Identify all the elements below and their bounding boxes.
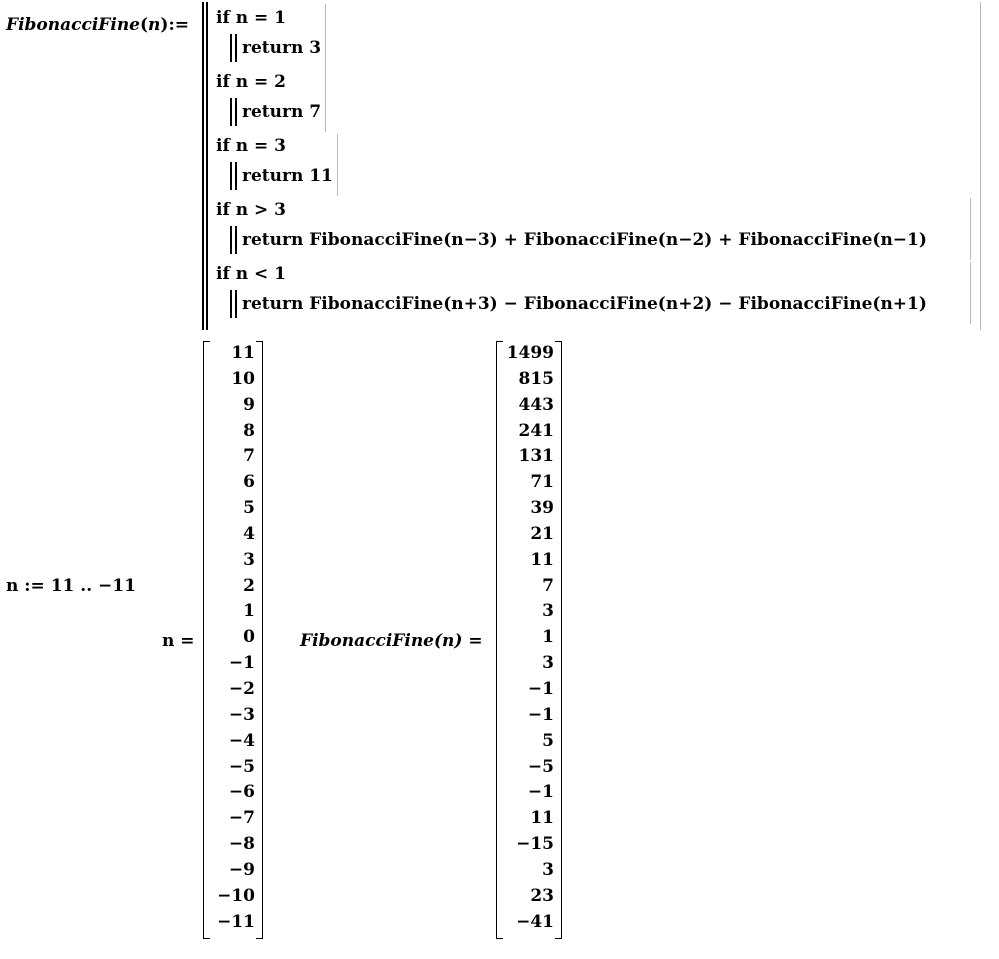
f-matrix-cell: 241 xyxy=(518,420,555,441)
n-matrix-cell: 1 xyxy=(243,601,255,622)
case-1-bar xyxy=(230,34,237,62)
case-5-bar xyxy=(230,290,237,318)
n-matrix-cell: 11 xyxy=(231,343,255,363)
case-5-condition: if n < 1 xyxy=(216,264,286,284)
f-matrix-cell: −5 xyxy=(527,756,554,777)
case-2-bound xyxy=(325,70,326,132)
f-matrix-cell: 1 xyxy=(542,627,554,648)
n-matrix-cell: 5 xyxy=(243,498,255,519)
function-definition-header: FibonacciFine(n):= xyxy=(6,15,189,35)
case-1-return: return 3 xyxy=(242,38,322,58)
n-matrix-cell: 6 xyxy=(243,472,255,493)
case-1-condition: if n = 1 xyxy=(216,8,286,28)
n-matrix-cell: −2 xyxy=(228,678,255,699)
case-3-condition: if n = 3 xyxy=(216,136,286,156)
f-matrix-cell: 815 xyxy=(518,368,555,389)
case-4-condition: if n > 3 xyxy=(216,200,286,220)
f-matrix-cell: 23 xyxy=(530,885,554,906)
n-matrix-cell: −5 xyxy=(228,756,255,777)
function-name: FibonacciFine xyxy=(6,15,140,35)
n-matrix-cell: 0 xyxy=(243,627,255,648)
program-bar-right xyxy=(980,2,981,330)
f-matrix-cell: 443 xyxy=(518,394,555,415)
n-matrix-cell: 2 xyxy=(243,575,255,596)
f-matrix-label: FibonacciFine(n) = xyxy=(300,631,483,651)
case-3-return: return 11 xyxy=(242,166,333,186)
n-matrix-cell: −7 xyxy=(228,808,255,829)
f-matrix-cell: 21 xyxy=(530,523,554,544)
f-matrix-cell: 3 xyxy=(542,601,554,622)
n-matrix-cell: 4 xyxy=(243,523,255,544)
n-matrix-cell: −3 xyxy=(228,704,255,725)
case-1-bound xyxy=(325,4,326,70)
f-matrix-cell: 7 xyxy=(542,575,554,596)
n-matrix-cell: −8 xyxy=(228,834,255,855)
case-5-return: return FibonacciFine(n+3) − FibonacciFin… xyxy=(242,294,927,314)
n-matrix-cell: −11 xyxy=(217,911,255,932)
n-matrix-right-bracket xyxy=(256,341,263,939)
range-definition: n := 11 .. −11 xyxy=(6,576,136,596)
f-matrix-cell: −1 xyxy=(527,678,554,699)
f-matrix-left-bracket xyxy=(496,341,503,939)
f-matrix-cell: −1 xyxy=(527,782,554,803)
n-matrix-cell: −1 xyxy=(228,653,255,674)
n-matrix-cell: −6 xyxy=(228,782,255,803)
case-3-bar xyxy=(230,162,237,190)
n-matrix-cell: 8 xyxy=(243,420,255,441)
n-matrix-left-bracket xyxy=(203,341,210,939)
f-matrix-cell: 11 xyxy=(530,808,554,829)
n-matrix-cell: 10 xyxy=(231,368,255,389)
n-matrix-cell: −4 xyxy=(228,730,255,751)
assign-operator: := xyxy=(168,15,189,35)
f-matrix-cell: 11 xyxy=(530,549,554,570)
f-matrix-cell: 5 xyxy=(542,730,554,751)
n-matrix-cell: −10 xyxy=(217,885,255,906)
f-matrix-cell: 71 xyxy=(530,472,554,493)
f-matrix-cell: 1499 xyxy=(506,343,554,363)
n-matrix-cell: −9 xyxy=(228,859,255,880)
f-matrix-cell: 39 xyxy=(530,498,554,519)
f-matrix-cell: 3 xyxy=(542,653,554,674)
case-4-return: return FibonacciFine(n−3) + FibonacciFin… xyxy=(242,230,927,250)
program-bar-left-inner xyxy=(206,2,208,330)
f-matrix-cell: −15 xyxy=(516,834,554,855)
f-label-text: FibonacciFine(n) = xyxy=(300,631,483,651)
case-2-condition: if n = 2 xyxy=(216,72,286,92)
f-matrix-cell: −41 xyxy=(516,911,554,932)
f-matrix-right-bracket xyxy=(555,341,562,939)
f-matrix-cell: 131 xyxy=(518,446,555,467)
case-2-bar xyxy=(230,98,237,126)
program-bar-left xyxy=(202,2,204,330)
f-matrix-cell: −1 xyxy=(527,704,554,725)
case-3-bound xyxy=(337,134,338,196)
case-4-bound xyxy=(970,198,971,260)
n-matrix-cell: 9 xyxy=(243,394,255,415)
case-2-return: return 7 xyxy=(242,102,322,122)
function-param: n xyxy=(148,15,161,35)
n-matrix-cell: 3 xyxy=(243,549,255,570)
n-matrix-label: n = xyxy=(162,631,195,651)
n-matrix-cell: 7 xyxy=(243,446,255,467)
case-4-bar xyxy=(230,226,237,254)
f-matrix-cell: 3 xyxy=(542,859,554,880)
case-5-bound xyxy=(970,262,971,324)
